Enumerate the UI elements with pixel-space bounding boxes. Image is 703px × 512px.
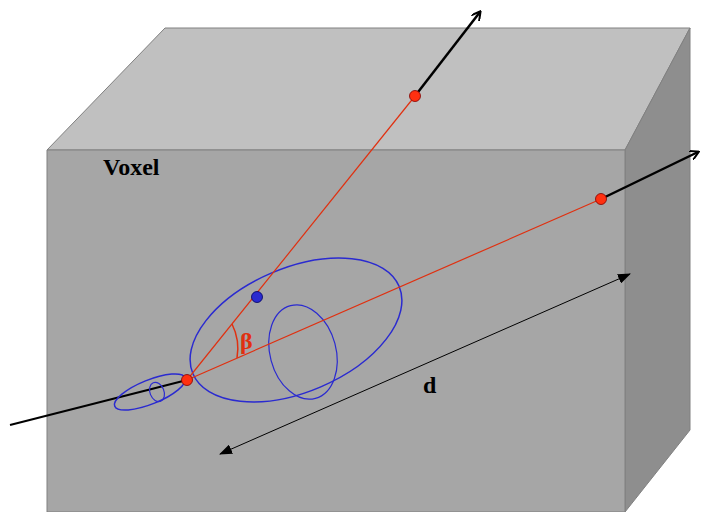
angle-arc	[232, 324, 238, 358]
scatter-dot	[252, 292, 263, 303]
outgoing-track	[415, 12, 480, 96]
big-ellipse	[169, 229, 424, 431]
voxel-label: Voxel	[103, 155, 159, 179]
cube-side	[625, 28, 690, 512]
incoming-track	[10, 380, 187, 425]
straight-line	[187, 199, 601, 380]
small-ellipse-section	[147, 380, 167, 404]
angle-label: β	[240, 329, 253, 353]
cube-top	[47, 28, 690, 150]
big-ellipse-section	[259, 297, 348, 407]
scatter-line	[187, 96, 415, 380]
dimension-arrow	[220, 274, 630, 454]
outgoing-track	[601, 152, 698, 199]
cube-front	[47, 150, 625, 512]
interaction-dot	[182, 375, 193, 386]
exit-dot	[410, 91, 421, 102]
dimension-label: d	[423, 373, 436, 397]
exit-dot	[596, 194, 607, 205]
small-ellipse	[110, 367, 189, 418]
